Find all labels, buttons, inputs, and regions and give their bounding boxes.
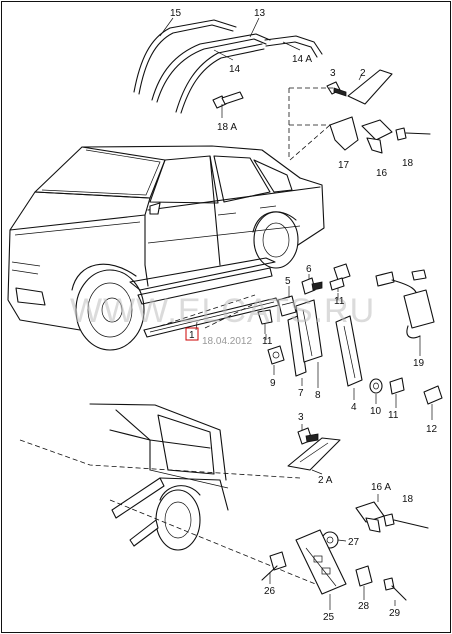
- label-1-box: [185, 327, 199, 341]
- screw-6: [301, 277, 323, 295]
- label-14: 14: [229, 64, 241, 75]
- label-2: 2: [360, 68, 366, 79]
- roof-moulding-strips: [133, 17, 323, 114]
- label-18-bottom: 18: [402, 494, 414, 505]
- bracket-25: [295, 529, 347, 595]
- label-8: 8: [315, 390, 321, 401]
- trim-7: [287, 315, 307, 377]
- bracket-16: [361, 119, 393, 154]
- bolt-11b: [257, 309, 273, 334]
- watermark-site: WWW.ELCATS.RU: [70, 292, 375, 330]
- label-26: 26: [264, 586, 276, 597]
- divider-dash: [19, 439, 301, 479]
- trim-2a: [287, 437, 341, 471]
- label-28: 28: [358, 601, 370, 612]
- plug-11a: [329, 263, 351, 292]
- grommet-10: [369, 378, 383, 394]
- label-16a: 16 A: [371, 482, 391, 493]
- leader-lines-middle: [265, 274, 433, 420]
- label-18-top: 18: [402, 158, 414, 169]
- screw-3-top: [326, 81, 347, 97]
- label-11-c: 11: [388, 410, 399, 421]
- wiring-harness-19: [375, 269, 435, 339]
- bolt-26: [261, 551, 287, 581]
- label-17: 17: [338, 160, 350, 171]
- clip-28: [355, 565, 373, 594]
- clip-16a: [355, 501, 385, 533]
- nut-9: [267, 345, 285, 365]
- label-7: 7: [298, 388, 304, 399]
- label-13: 13: [254, 8, 266, 19]
- leader-lines-lower: [269, 424, 396, 610]
- bolt-18-bottom: [383, 513, 429, 529]
- label-12: 12: [426, 424, 438, 435]
- label-15: 15: [170, 8, 182, 19]
- label-11-b: 11: [262, 336, 273, 347]
- screw-3-mid: [297, 427, 319, 445]
- label-10: 10: [370, 406, 382, 417]
- clip-5: [277, 295, 297, 317]
- label-27: 27: [348, 537, 360, 548]
- label-1: 1: [189, 330, 195, 341]
- trim-cover-2: [347, 69, 393, 105]
- watermark-date: 18.04.2012: [202, 336, 252, 347]
- label-19: 19: [413, 358, 425, 369]
- clip-11c: [389, 377, 405, 402]
- label-4: 4: [351, 402, 357, 413]
- label-11-a: 11: [334, 296, 345, 307]
- label-3-top: 3: [330, 68, 336, 79]
- label-6: 6: [306, 264, 312, 275]
- label-29: 29: [389, 608, 401, 619]
- wagon-body: [89, 403, 331, 591]
- sedan-body: [7, 124, 331, 351]
- label-14a-top: 14 A: [292, 54, 312, 65]
- bracket-8: [295, 299, 323, 363]
- label-2a: 2 A: [318, 475, 333, 486]
- label-18a: 18 A: [217, 122, 237, 133]
- label-9: 9: [270, 378, 276, 389]
- label-5: 5: [285, 276, 291, 287]
- label-3-mid: 3: [298, 412, 304, 423]
- label-25: 25: [323, 612, 335, 623]
- label-16: 16: [376, 168, 388, 179]
- bracket-17: [329, 116, 359, 151]
- bolt-18-top: [395, 127, 431, 141]
- bolt-29: [383, 577, 407, 601]
- callout-labels: 15 13 14 A 14 3 2 18 A 17 16 18 5 6 11 1…: [170, 8, 438, 623]
- clip-18a: [212, 91, 244, 118]
- clip-12: [423, 385, 443, 414]
- bracket-4: [335, 315, 363, 387]
